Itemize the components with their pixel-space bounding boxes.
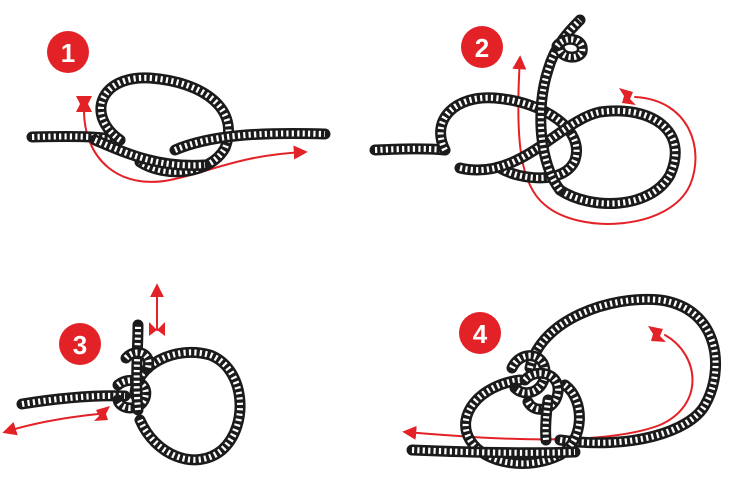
step-2-fletching-icon: [619, 88, 636, 105]
step-4-number: 4: [473, 319, 488, 349]
step-3-number: 3: [73, 330, 87, 360]
step-4-badge: 4: [459, 312, 501, 354]
step-2-panel: 2: [369, 14, 697, 225]
step-2-badge: 2: [461, 26, 503, 68]
step-3-panel: 3: [2, 283, 246, 466]
step-2-rope: [369, 14, 681, 209]
step-3-left-fletching-icon: [94, 406, 110, 421]
step-4-rope: [406, 293, 721, 469]
step-3-badge: 3: [59, 323, 101, 365]
step-3-left-arrow: [2, 413, 99, 436]
step-1-panel: 1: [26, 31, 331, 183]
step-1-badge: 1: [47, 31, 89, 73]
step-3-fletching-icon: [149, 322, 165, 336]
step-1-guide-arrow: [83, 109, 308, 183]
step-3-rope: [16, 319, 246, 466]
step-2-number: 2: [475, 33, 489, 63]
step-4-panel: 4: [402, 293, 721, 469]
step-4-fletching-icon: [648, 326, 666, 342]
step-1-rope: [26, 72, 331, 178]
step-1-number: 1: [61, 38, 75, 68]
step-1-fletching-icon: [76, 96, 92, 112]
